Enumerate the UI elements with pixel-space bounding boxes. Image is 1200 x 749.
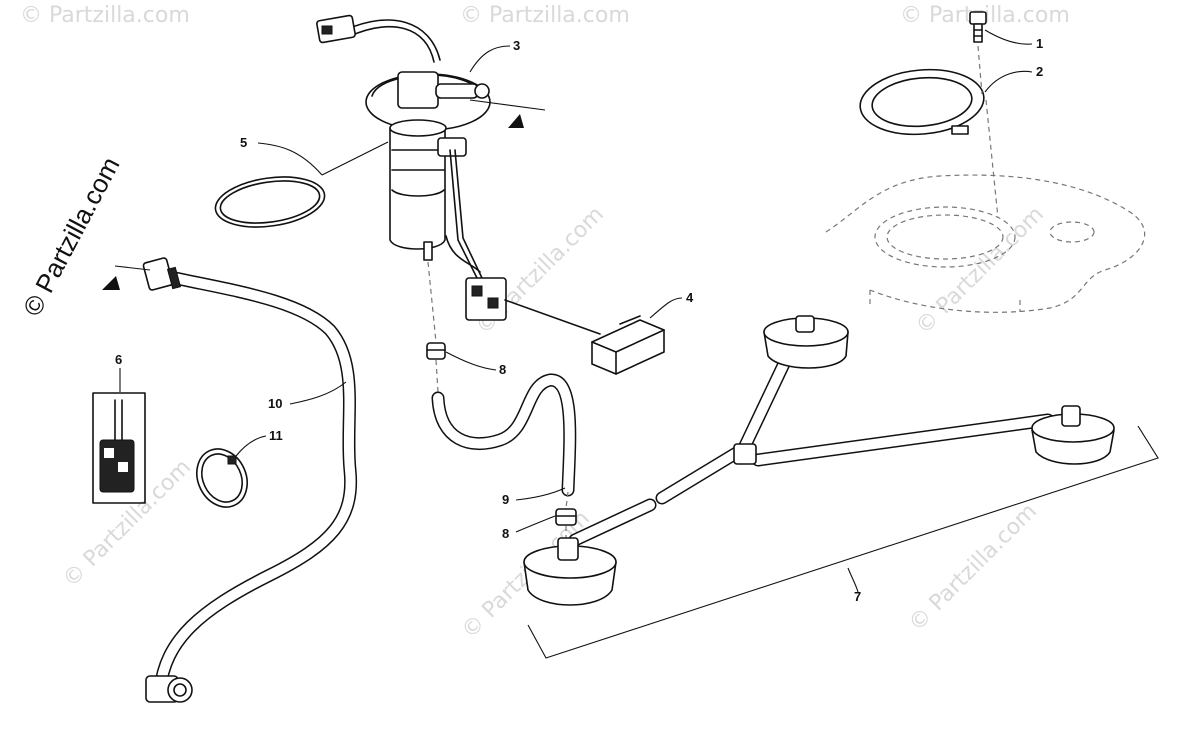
watermark-tile: © Partzilla.com xyxy=(904,499,1042,637)
callout-layer: 1 2 3 4 5 6 7 8 8 9 10 11 xyxy=(115,29,1043,604)
callout-9: 9 xyxy=(502,492,509,507)
part-9-hose xyxy=(431,373,577,497)
part-11-clamp xyxy=(196,448,248,508)
watermark-tile: © Partzilla.com xyxy=(911,202,1049,340)
part-7-bracket xyxy=(527,425,1159,659)
direction-arrow xyxy=(102,276,120,290)
callout-8-upper: 8 xyxy=(499,362,506,377)
part-8-clamp-lower xyxy=(555,508,577,526)
callout-6: 6 xyxy=(115,352,122,367)
watermark-layer: © Partzilla.com © Partzilla.com © Partzi… xyxy=(20,3,1070,644)
part-8-clamp-upper xyxy=(426,342,446,360)
part-1-screw xyxy=(969,11,987,43)
part-7-fuel-pickup-assembly xyxy=(523,315,1115,606)
direction-arrow xyxy=(508,114,524,128)
part-6-connector-kit xyxy=(92,392,146,504)
fuel-tank-outline xyxy=(825,174,1146,313)
callout-4: 4 xyxy=(686,290,694,305)
callout-7: 7 xyxy=(854,589,861,604)
watermark-tile: © Partzilla.com xyxy=(20,3,190,28)
watermark-tile: © Partzilla.com xyxy=(460,3,630,28)
callout-8-lower: 8 xyxy=(502,526,509,541)
callout-11: 11 xyxy=(269,428,283,443)
part-2-retaining-ring xyxy=(859,68,985,136)
callout-5: 5 xyxy=(240,135,247,150)
part-5-o-ring xyxy=(214,176,326,228)
callout-10: 10 xyxy=(268,396,282,411)
part-10-fuel-hose xyxy=(142,257,358,703)
callout-1: 1 xyxy=(1036,36,1043,51)
part-3-fuel-pump xyxy=(316,14,601,335)
brand-watermark: © Partzilla.com xyxy=(17,152,126,321)
callout-2: 2 xyxy=(1036,64,1043,79)
callout-3: 3 xyxy=(513,38,520,53)
part-4-float xyxy=(591,315,665,375)
